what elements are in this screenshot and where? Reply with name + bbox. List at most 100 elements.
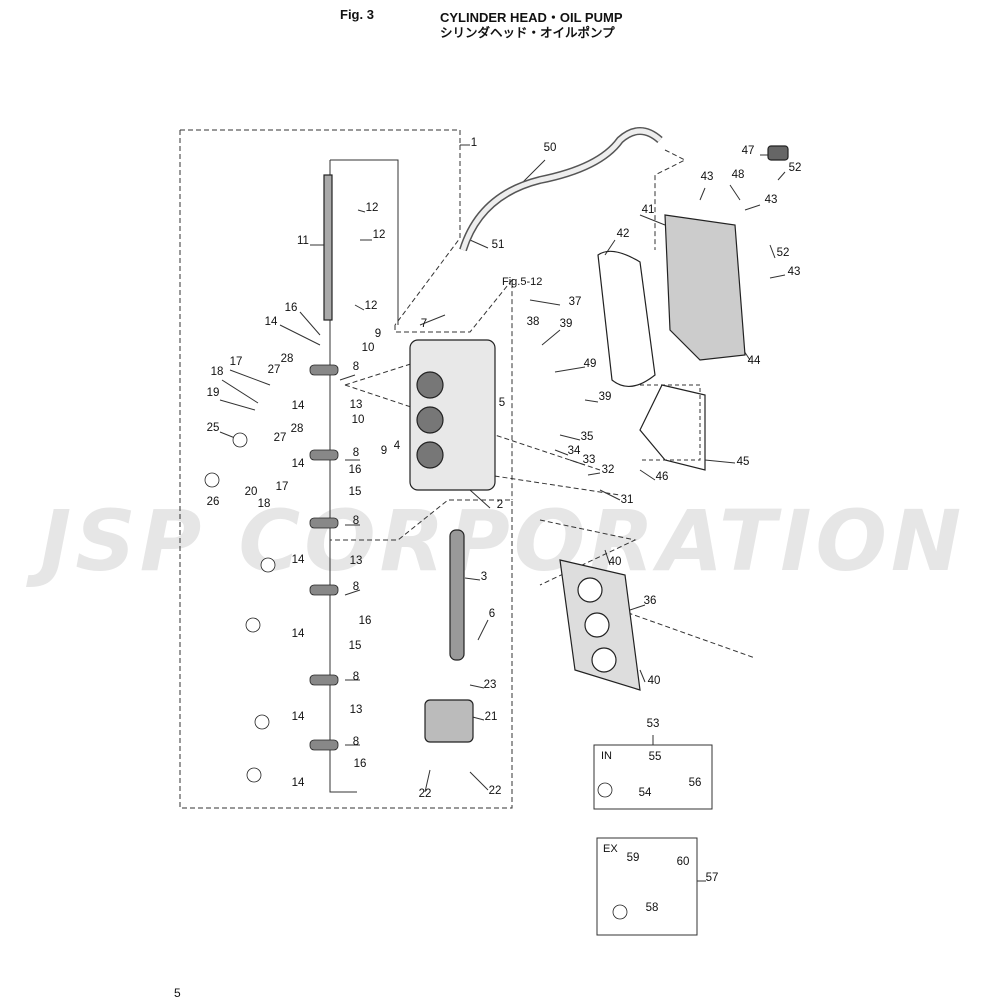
- part-callout-49[interactable]: 49: [584, 358, 597, 370]
- part-callout-10[interactable]: 10: [352, 414, 365, 426]
- part-callout-43[interactable]: 43: [701, 171, 714, 183]
- part-callout-27[interactable]: 27: [274, 432, 287, 444]
- part-callout-51[interactable]: 51: [492, 239, 505, 251]
- part-callout-13[interactable]: 13: [350, 704, 363, 716]
- part-callout-16[interactable]: 16: [349, 464, 362, 476]
- page-title-english: CYLINDER HEAD・OIL PUMP: [440, 10, 623, 25]
- part-callout-28[interactable]: 28: [281, 353, 294, 365]
- part-callout-13[interactable]: 13: [350, 399, 363, 411]
- part-callout-16[interactable]: 16: [359, 615, 372, 627]
- part-callout-52[interactable]: 52: [777, 247, 790, 259]
- valve-head-icon: [597, 782, 613, 798]
- part-callout-8[interactable]: 8: [353, 361, 359, 373]
- valve-head-icon: [245, 617, 261, 633]
- part-callout-22[interactable]: 22: [419, 788, 432, 800]
- part-callout-14[interactable]: 14: [292, 458, 305, 470]
- part-callout-7[interactable]: 7: [421, 318, 427, 330]
- part-callout-54[interactable]: 54: [639, 787, 652, 799]
- valve-head-icon: [246, 767, 262, 783]
- part-callout-31[interactable]: 31: [621, 494, 634, 506]
- part-callout-8[interactable]: 8: [353, 581, 359, 593]
- part-callout-40[interactable]: 40: [648, 675, 661, 687]
- part-callout-16[interactable]: 16: [285, 302, 298, 314]
- part-callout-3[interactable]: 3: [481, 571, 487, 583]
- part-callout-9[interactable]: 9: [375, 328, 381, 340]
- part-callout-56[interactable]: 56: [689, 777, 702, 789]
- exhaust-inset-label: EX: [603, 843, 618, 855]
- part-callout-23[interactable]: 23: [484, 679, 497, 691]
- part-callout-8[interactable]: 8: [353, 447, 359, 459]
- part-callout-14[interactable]: 14: [292, 400, 305, 412]
- part-callout-48[interactable]: 48: [732, 169, 745, 181]
- part-callout-50[interactable]: 50: [544, 142, 557, 154]
- part-callout-46[interactable]: 46: [656, 471, 669, 483]
- part-callout-17[interactable]: 17: [276, 481, 289, 493]
- part-callout-58[interactable]: 58: [646, 902, 659, 914]
- part-callout-15[interactable]: 15: [349, 640, 362, 652]
- part-callout-8[interactable]: 8: [353, 671, 359, 683]
- part-callout-13[interactable]: 13: [350, 555, 363, 567]
- part-callout-40[interactable]: 40: [609, 556, 622, 568]
- part-callout-22[interactable]: 22: [489, 785, 502, 797]
- part-callout-18[interactable]: 18: [258, 498, 271, 510]
- figure-number: Fig. 3: [340, 7, 374, 22]
- part-callout-14[interactable]: 14: [292, 777, 305, 789]
- valve-head-icon: [260, 557, 276, 573]
- breather-hose-core: [460, 128, 662, 251]
- part-callout-38[interactable]: 38: [527, 316, 540, 328]
- part-callout-39[interactable]: 39: [560, 318, 573, 330]
- part-callout-28[interactable]: 28: [291, 423, 304, 435]
- part-callout-41[interactable]: 41: [642, 204, 655, 216]
- part-callout-53[interactable]: 53: [647, 718, 660, 730]
- figure-reference-link[interactable]: Fig.5-12: [502, 276, 543, 288]
- part-callout-14[interactable]: 14: [265, 316, 278, 328]
- part-callout-32[interactable]: 32: [602, 464, 615, 476]
- part-callout-12[interactable]: 12: [373, 229, 386, 241]
- part-callout-10[interactable]: 10: [362, 342, 375, 354]
- part-callout-43[interactable]: 43: [788, 266, 801, 278]
- part-callout-36[interactable]: 36: [644, 595, 657, 607]
- part-callout-16[interactable]: 16: [354, 758, 367, 770]
- part-callout-12[interactable]: 12: [366, 202, 379, 214]
- part-callout-1[interactable]: 1: [471, 137, 477, 149]
- part-callout-25[interactable]: 25: [207, 422, 220, 434]
- part-callout-34[interactable]: 34: [568, 445, 581, 457]
- part-callout-42[interactable]: 42: [617, 228, 630, 240]
- part-callout-27[interactable]: 27: [268, 364, 281, 376]
- part-callout-14[interactable]: 14: [292, 554, 305, 566]
- part-callout-6[interactable]: 6: [489, 608, 495, 620]
- part-callout-43[interactable]: 43: [765, 194, 778, 206]
- part-callout-52[interactable]: 52: [789, 162, 802, 174]
- part-callout-18[interactable]: 18: [211, 366, 224, 378]
- part-callout-45[interactable]: 45: [737, 456, 750, 468]
- part-callout-26[interactable]: 26: [207, 496, 220, 508]
- part-callout-39[interactable]: 39: [599, 391, 612, 403]
- part-callout-20[interactable]: 20: [245, 486, 258, 498]
- part-callout-55[interactable]: 55: [649, 751, 662, 763]
- part-callout-19[interactable]: 19: [207, 387, 220, 399]
- part-callout-44[interactable]: 44: [748, 355, 761, 367]
- part-callout-37[interactable]: 37: [569, 296, 582, 308]
- part-callout-9[interactable]: 9: [381, 445, 387, 457]
- part-callout-2[interactable]: 2: [497, 499, 503, 511]
- part-callout-59[interactable]: 59: [627, 852, 640, 864]
- part-callout-21[interactable]: 21: [485, 711, 498, 723]
- part-callout-12[interactable]: 12: [365, 300, 378, 312]
- part-callout-35[interactable]: 35: [581, 431, 594, 443]
- part-callout-33[interactable]: 33: [583, 454, 596, 466]
- part-callout-17[interactable]: 17: [230, 356, 243, 368]
- part-callout-15[interactable]: 15: [349, 486, 362, 498]
- part-callout-8[interactable]: 8: [353, 515, 359, 527]
- part-callout-60[interactable]: 60: [677, 856, 690, 868]
- part-callout-47[interactable]: 47: [742, 145, 755, 157]
- part-callout-57[interactable]: 57: [706, 872, 719, 884]
- part-callout-4[interactable]: 4: [394, 440, 401, 452]
- part-callout-11[interactable]: 11: [297, 235, 309, 247]
- part-callout-8[interactable]: 8: [353, 736, 359, 748]
- valve-head-icon: [612, 904, 628, 920]
- camshaft-shape: [449, 529, 465, 661]
- breather-hose-shape: [459, 127, 663, 252]
- part-callout-5[interactable]: 5: [499, 397, 505, 409]
- part-callout-14[interactable]: 14: [292, 628, 305, 640]
- part-callout-14[interactable]: 14: [292, 711, 305, 723]
